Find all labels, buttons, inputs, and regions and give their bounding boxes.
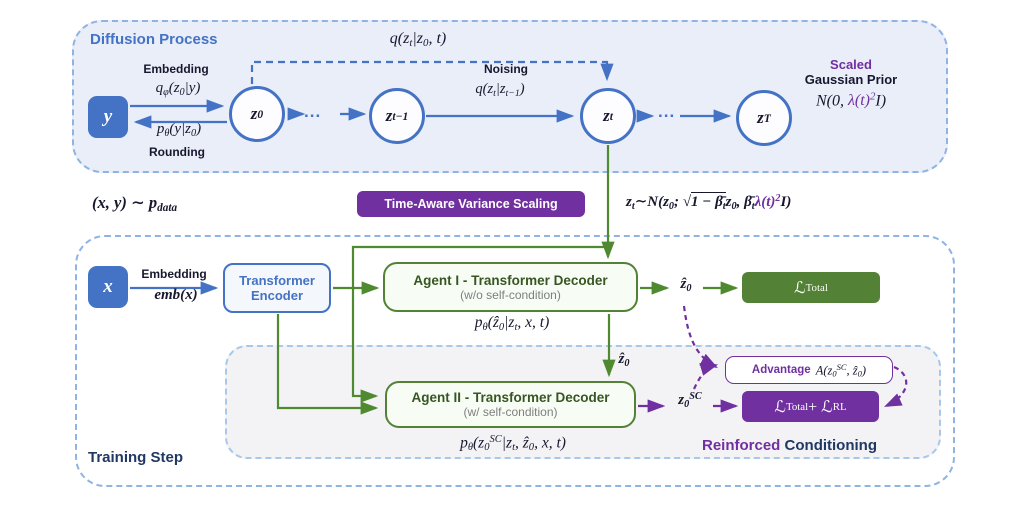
training-title: Training Step [88, 449, 184, 466]
arrow-z0hat-to-advantage [682, 305, 718, 369]
y-node: y [88, 96, 128, 138]
conditioning-word: Conditioning [784, 437, 877, 454]
diffusion-title: Diffusion Process [90, 31, 218, 48]
reinforced-conditioning-label: Reinforced Conditioning [702, 437, 877, 454]
ellipsis-right: ... [658, 102, 676, 121]
line-zt-branch-to-agent2 [351, 245, 608, 403]
line-encoder-down-to-agent2 [276, 314, 379, 415]
skip-formula: q(zt|z0, t) [389, 30, 447, 50]
z0-hat-label: ẑ0 [680, 276, 692, 294]
z0-sc-label: z0SC [678, 391, 702, 410]
data-distribution-label: (x, y) ∼ pdata [92, 193, 178, 215]
x-node: x [88, 266, 128, 308]
agent1-title: Agent I - Transformer Decoder [413, 272, 608, 288]
agent2-subtitle: (w/ self-condition) [463, 405, 558, 419]
prior-name-label: Gaussian Prior [804, 72, 898, 87]
embedding-top-label: Embedding [143, 62, 209, 76]
rounding-formula: pθ(y|z0) [156, 121, 202, 139]
noising-label: Noising [484, 62, 528, 76]
variance-scaling-badge: Time-Aware Variance Scaling [357, 191, 585, 217]
emb-formula: emb(x) [154, 287, 198, 303]
advantage-formula: A(z0SC, ẑ0) [815, 361, 867, 379]
embedding-bottom-label: Embedding [141, 267, 207, 281]
agent1-box: Agent I - Transformer Decoder (w/o self-… [383, 262, 638, 312]
encoder-line2: Encoder [250, 288, 303, 303]
advantage-box: Advantage A(z0SC, ẑ0) [725, 356, 893, 384]
agent1-subtitle: (w/o self-condition) [460, 287, 561, 302]
z0-hat-selfcond-label: ẑ0 [618, 351, 630, 369]
agent2-box: Agent II - Transformer Decoder (w/ self-… [385, 381, 636, 428]
noising-formula: q(zt|zt−1) [475, 81, 525, 99]
zt-distribution-formula: zt∼N(z0; √1 − β̄tz0, β̄tλ(t)2I) [626, 192, 792, 212]
encoder-line1: Transformer [239, 273, 315, 288]
agent2-title: Agent II - Transformer Decoder [411, 390, 610, 405]
transformer-encoder-box: Transformer Encoder [223, 263, 331, 313]
ellipsis-left: ... [304, 102, 322, 121]
diffusion-process-panel [72, 20, 948, 173]
reinforced-word: Reinforced [702, 437, 781, 454]
agent2-formula: pθ(z0SC|zt, ẑ0, x, t) [460, 434, 566, 454]
prior-formula: N(0, λ(t)2I) [815, 91, 887, 110]
arrow-z0sc-to-advantage [693, 363, 719, 390]
embed-formula: qφ(z0|y) [155, 80, 201, 98]
agent1-formula: pθ(ẑ0|zt, x, t) [474, 314, 550, 333]
arrow-skip-q [250, 60, 614, 84]
arrow-advantage-to-lossrl [884, 365, 908, 407]
rounding-label: Rounding [149, 145, 205, 159]
advantage-label: Advantage [751, 364, 811, 376]
prior-scaled-label: Scaled [830, 57, 872, 72]
